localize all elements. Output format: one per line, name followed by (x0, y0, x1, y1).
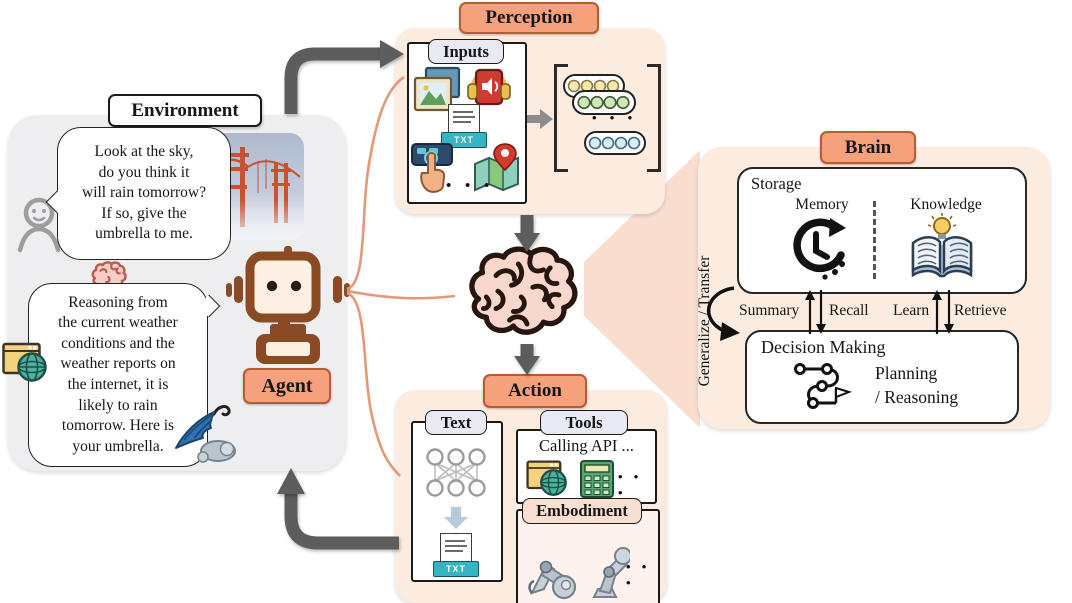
embodiment-label: Embodiment (522, 498, 642, 524)
decision-making-label: Decision Making (761, 337, 886, 357)
inputs-label-text: Inputs (443, 41, 489, 61)
tools-ellipsis: • • • (618, 469, 643, 500)
robot-arms-icon (528, 547, 630, 600)
agent-robot-icon (226, 246, 350, 364)
umbrella-icon (175, 405, 236, 463)
agent-label: Agent (243, 368, 331, 404)
tools-label-text: Tools (565, 412, 603, 432)
planning-reasoning-label: Planning / Reasoning (875, 363, 959, 407)
txt-output-icon: TXT (433, 533, 479, 579)
generalize-transfer-label: Generalize / Transfer (696, 255, 713, 387)
storage-divider (873, 201, 876, 279)
small-brain-icon (91, 261, 127, 291)
perception-label: Perception (459, 2, 599, 34)
memory-label: Memory (795, 196, 849, 213)
tools-caption: Calling API ... (539, 436, 634, 455)
brain-label-text: Brain (844, 136, 892, 158)
calculator-icon (580, 460, 614, 498)
token-bracket-left (554, 64, 568, 172)
environment-label: Environment (108, 94, 262, 127)
agent-speech-text: Reasoning from the current weather condi… (58, 293, 178, 455)
summary-label: Summary (739, 302, 800, 319)
user-speech-bubble: Look at the sky, do you think it will ra… (45, 127, 231, 260)
environment-label-text: Environment (131, 99, 239, 121)
storage-box: Storage Memory Knowledge (737, 167, 1027, 294)
text-label-text: Text (440, 412, 472, 432)
embodiment-label-text: Embodiment (536, 501, 628, 520)
txt-badge: TXT (433, 561, 479, 577)
tokens-ellipsis: • • • (592, 110, 638, 125)
tools-box: Calling API ... • • • (516, 429, 657, 504)
token-row-blue (584, 131, 646, 155)
inputs-ellipsis: • • • (446, 178, 495, 194)
memory-icon (793, 218, 846, 280)
action-label-text: Action (508, 380, 562, 401)
agent-label-text: Agent (261, 374, 313, 397)
user-speech-text: Look at the sky, do you think it will ra… (82, 142, 206, 243)
brain-label: Brain (820, 131, 916, 164)
agent-speech-bubble: Reasoning from the current weather condi… (28, 283, 221, 467)
knowledge-icon (911, 213, 973, 278)
tools-label: Tools (540, 410, 628, 435)
token-bracket-right (647, 64, 661, 172)
neural-net-icon (426, 448, 486, 497)
person-icon (17, 197, 61, 253)
txt-input-icon: TXT (441, 104, 487, 150)
text-action-box: TXT (411, 421, 503, 582)
api-browser-icon (526, 460, 567, 496)
embodiment-ellipsis: • • • (626, 559, 651, 590)
token-row-green (572, 90, 636, 115)
decision-making-box: Decision Making Planning / Reasoning (745, 330, 1019, 424)
inputs-to-tokens-arrow (527, 109, 553, 129)
recall-label: Recall (829, 302, 869, 319)
storage-label: Storage (751, 174, 802, 193)
touch-input-icon (411, 143, 453, 193)
perception-label-text: Perception (485, 7, 573, 28)
central-brain-icon (469, 246, 578, 335)
embodiment-box: • • • (516, 509, 660, 603)
map-input-icon (474, 143, 519, 192)
action-label: Action (483, 374, 587, 408)
text-label: Text (425, 410, 487, 435)
learn-label: Learn (893, 302, 930, 319)
inputs-label: Inputs (428, 39, 504, 64)
internet-browser-icon (2, 342, 47, 382)
knowledge-label: Knowledge (910, 196, 982, 213)
audio-input-icon (467, 68, 511, 106)
txt-badge: TXT (441, 132, 487, 148)
images-input-icon (413, 66, 461, 112)
retrieve-label: Retrieve (954, 302, 1007, 319)
planning-route-icon (794, 363, 853, 409)
down-arrow-icon (444, 507, 468, 529)
